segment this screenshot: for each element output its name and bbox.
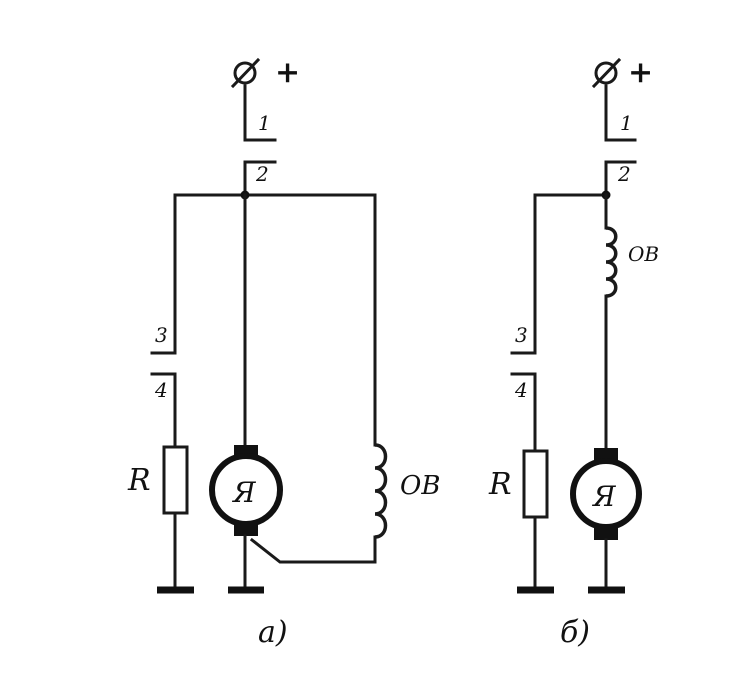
circuit-a: + 1 2 3 4 R Я ОВ xyxy=(127,55,440,650)
brush-bottom xyxy=(234,522,258,536)
field-winding-coil xyxy=(605,226,618,298)
terminal-circle xyxy=(594,61,618,85)
brush-top xyxy=(594,448,618,462)
resistor xyxy=(162,445,189,515)
circuit-b: + 1 2 3 4 R ОВ Я б) xyxy=(488,55,659,650)
armature-label: Я xyxy=(231,476,257,509)
circuit-b-terminal: + xyxy=(591,55,653,90)
field-winding-coil xyxy=(374,443,388,539)
field-return-wire xyxy=(249,537,377,564)
resistor xyxy=(522,449,549,519)
contact-4-label: 4 xyxy=(154,378,168,402)
circuit-a-terminal: + xyxy=(230,55,300,90)
contact-4-label: 4 xyxy=(514,378,528,402)
contact-3-label: 3 xyxy=(155,323,168,347)
contact-2-label: 2 xyxy=(255,162,269,186)
terminal-circle xyxy=(233,61,257,85)
contact-1-label: 1 xyxy=(620,111,633,135)
resistor-label: R xyxy=(127,463,151,498)
brush-bottom xyxy=(594,526,618,540)
field-winding-label: ОВ xyxy=(628,242,659,266)
contact-2-label: 2 xyxy=(617,162,631,186)
plus-sign: + xyxy=(275,55,300,90)
contact-1-label: 1 xyxy=(258,111,271,135)
terminal-slash xyxy=(230,57,261,89)
plus-sign: + xyxy=(628,55,653,90)
resistor-label: R xyxy=(488,467,512,502)
armature-label: Я xyxy=(591,480,617,513)
caption-b: б) xyxy=(560,615,590,650)
contact-3-label: 3 xyxy=(515,323,528,347)
field-winding-label: ОВ xyxy=(400,471,440,501)
caption-a: а) xyxy=(258,615,288,650)
terminal-slash xyxy=(591,57,622,89)
